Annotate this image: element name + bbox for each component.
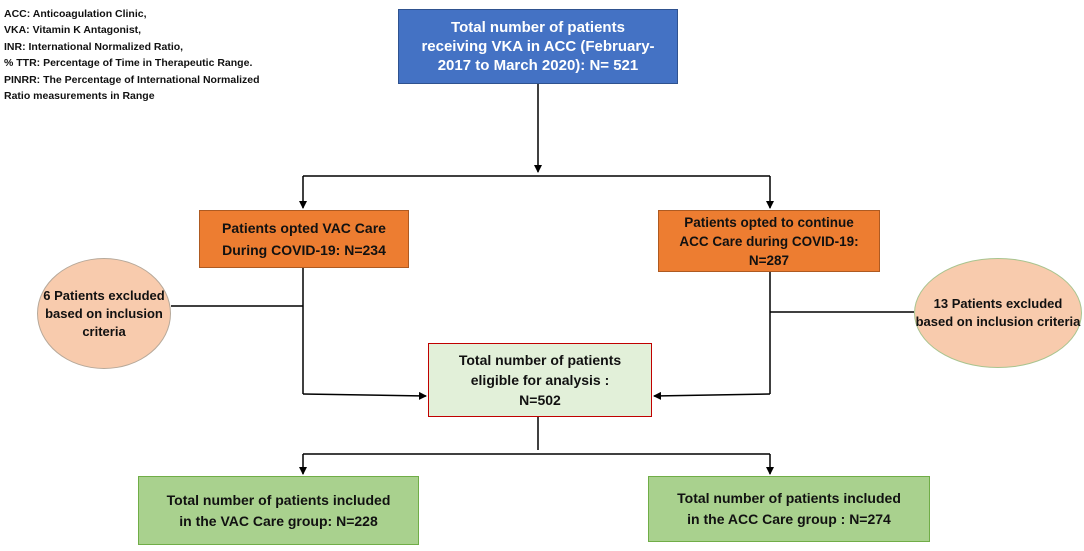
acc-care-node: Patients opted to continue ACC Care duri…: [658, 210, 880, 272]
excl-left-line-5: criteria: [82, 323, 126, 339]
legend-line-ttr: % TTR: Percentage of Time in Therapeutic…: [4, 57, 253, 70]
excl-right-line-3: based on: [915, 314, 973, 329]
legend-line-inr: INR: International Normalized Ratio,: [4, 40, 184, 53]
excluded-right-node: 13 Patients excluded based on inclusion …: [914, 258, 1082, 368]
vac-group-node: Total number of patients included in the…: [138, 476, 419, 545]
vac-group-line-1: Total number of patients included: [166, 491, 391, 508]
eligible-line-1: Total number of patients: [458, 352, 622, 368]
legend-line-acc: ACC: Anticoagulation Clinic,: [4, 8, 147, 20]
acc-group-line-1: Total number of patients included: [677, 490, 901, 506]
excl-right-line-2: excluded: [1005, 296, 1063, 311]
excl-left-line-1: 6 Patients: [43, 287, 105, 303]
excluded-left-node: 6 Patients excluded based on inclusion c…: [37, 258, 171, 369]
vac-group-line-2: in the VAC Care group: N=228: [179, 512, 378, 529]
legend-line-pinrr-cont: Ratio measurements in Range: [4, 90, 155, 103]
total-line-1: Total number of patients: [451, 19, 625, 36]
connector-vac-to-eligible: [302, 391, 427, 400]
eligible-node: Total number of patients eligible for an…: [428, 343, 652, 417]
acc-group-line-2: in the ACC Care group : N=274: [687, 511, 891, 527]
total-line-3: 2017 to March 2020): N= 521: [437, 57, 639, 74]
eligible-line-2: eligible for analysis :: [470, 372, 610, 388]
acc-group-node: Total number of patients included in the…: [648, 476, 930, 542]
vac-line-2: During COVID-19: N=234: [222, 242, 386, 258]
acc-line-3: N=287: [748, 252, 790, 268]
vac-care-node: Patients opted VAC Care During COVID-19:…: [199, 210, 409, 268]
acc-line-1: Patients opted to continue: [684, 214, 854, 230]
total-line-2: receiving VKA in ACC (February-: [421, 38, 655, 55]
acc-line-2: ACC Care during COVID-19:: [679, 233, 859, 249]
legend-line-pinrr: PINRR: The Percentage of International N…: [4, 73, 260, 86]
connector-acc-to-eligible: [653, 391, 771, 400]
eligible-line-3: N=502: [519, 392, 561, 408]
vac-line-1: Patients opted VAC Care: [222, 220, 386, 236]
excl-left-line-4: inclusion: [105, 305, 163, 321]
legend-line-vka: VKA: Vitamin K Antagonist,: [4, 24, 142, 37]
excl-right-line-4: inclusion: [976, 314, 1034, 329]
excl-left-line-3: based on: [45, 305, 103, 321]
excl-left-line-2: excluded: [108, 287, 165, 303]
excl-right-line-1: 13 Patients: [933, 296, 1003, 311]
excl-right-line-5: criteria: [1037, 314, 1081, 329]
total-patients-node: Total number of patients receiving VKA i…: [398, 9, 678, 84]
abbreviation-legend: ACC: Anticoagulation Clinic, VKA: Vitami…: [4, 6, 260, 104]
